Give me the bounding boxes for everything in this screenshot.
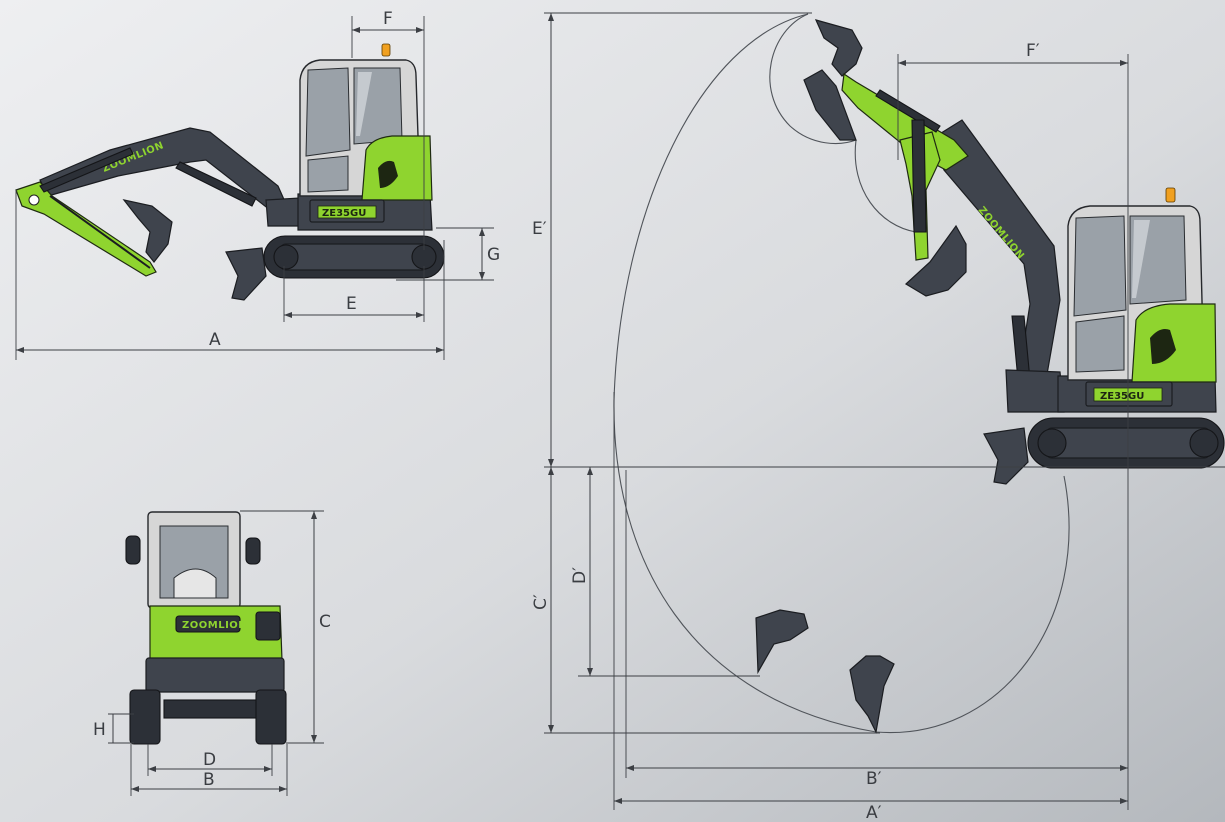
dim-label-a: A	[209, 330, 221, 350]
side-hood	[361, 135, 433, 201]
front-track-left	[129, 689, 161, 745]
range-model-plate: ZE35GU	[1100, 391, 1144, 402]
side-view: ZOOMLION ZE35GU	[15, 43, 445, 301]
side-view-dimensions: A E F G	[15, 9, 500, 360]
front-track-right	[255, 689, 287, 745]
side-arm-cylinder	[39, 147, 134, 193]
dim-label-h: H	[93, 720, 106, 740]
side-boom-cylinder	[175, 161, 257, 207]
dim-label-b-prime: B′	[866, 769, 882, 789]
working-range-excavator: ZOOMLION ZE35GU	[841, 72, 1225, 485]
working-range-buckets	[755, 19, 895, 734]
dim-label-f-prime: F′	[1026, 41, 1040, 61]
front-view: ZOOMLION	[125, 511, 287, 745]
range-hood	[1131, 303, 1217, 383]
dim-label-d-prime: D′	[570, 567, 590, 584]
front-view-dimensions: C H D B	[93, 510, 331, 796]
side-model-plate: ZE35GU	[322, 208, 366, 219]
dim-label-e: E	[346, 294, 357, 314]
dim-label-b: B	[203, 770, 215, 790]
side-bucket	[122, 199, 173, 263]
dim-label-d: D	[203, 750, 216, 770]
front-brand: ZOOMLION	[182, 620, 247, 631]
dim-label-f: F	[383, 9, 393, 29]
dim-label-c-prime: C′	[531, 594, 551, 610]
dim-label-a-prime: A′	[866, 803, 882, 822]
range-beacon-icon	[1165, 187, 1176, 203]
working-range-dimensions: E′ C′ D′ F′ B′ A′	[531, 12, 1225, 822]
dim-label-c: C	[319, 612, 331, 632]
side-beacon-icon	[381, 43, 391, 57]
dim-label-g: G	[487, 245, 500, 265]
dim-label-e-prime: E′	[532, 219, 547, 239]
side-dozer-blade	[225, 247, 267, 301]
working-range-envelope	[613, 13, 1070, 734]
